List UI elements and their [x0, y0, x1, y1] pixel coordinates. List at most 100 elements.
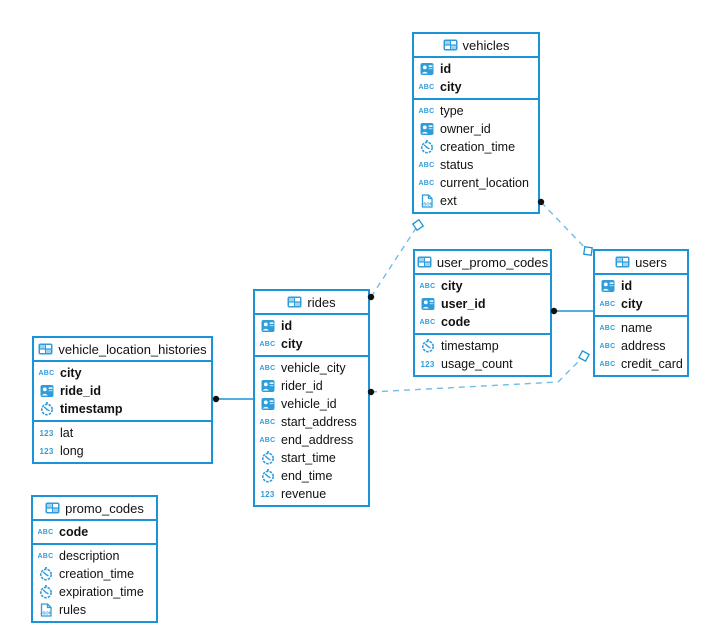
table-header[interactable]: user_promo_codes	[415, 251, 550, 275]
table-title: vehicle_location_histories	[58, 341, 207, 357]
column-row-ride_id[interactable]: ride_id	[34, 382, 211, 400]
id-card-icon	[418, 122, 435, 136]
table-icon	[45, 502, 60, 514]
relation-vehicles-to-users[interactable]	[540, 201, 589, 252]
id-card-icon	[259, 379, 276, 393]
table-title: rides	[307, 294, 336, 310]
abc-text-icon: ABC	[37, 552, 54, 560]
column-name: timestamp	[60, 402, 123, 416]
table-header[interactable]: rides	[255, 291, 368, 315]
column-row-timestamp[interactable]: timestamp	[415, 337, 550, 355]
column-name: credit_card	[621, 357, 683, 371]
id-card-icon	[599, 279, 616, 293]
column-name: id	[621, 279, 633, 293]
clock-icon	[259, 469, 276, 483]
column-name: id	[440, 62, 452, 76]
relation-endpoint-square	[583, 246, 593, 256]
table-icon	[38, 343, 53, 355]
clock-icon	[259, 451, 276, 465]
column-name: vehicle_id	[281, 397, 337, 411]
column-row-owner_id[interactable]: owner_id	[414, 120, 538, 138]
svg-text:JSON: JSON	[40, 610, 51, 615]
abc-text-icon: ABC	[418, 107, 435, 115]
column-row-id[interactable]: id	[595, 277, 687, 295]
table-header[interactable]: vehicles	[414, 34, 538, 58]
table-header[interactable]: users	[595, 251, 687, 275]
column-row-creation_time[interactable]: creation_time	[33, 565, 156, 583]
column-row-timestamp[interactable]: timestamp	[34, 400, 211, 418]
column-name: lat	[60, 426, 74, 440]
abc-text-icon: ABC	[418, 83, 435, 91]
column-name: creation_time	[440, 140, 516, 154]
table-icon	[417, 256, 432, 268]
column-row-user_id[interactable]: user_id	[415, 295, 550, 313]
table-icon	[615, 256, 630, 268]
table-header[interactable]: promo_codes	[33, 497, 156, 521]
column-row-end_time[interactable]: end_time	[255, 467, 368, 485]
column-row-expiration_time[interactable]: expiration_time	[33, 583, 156, 601]
table-header[interactable]: vehicle_location_histories	[34, 338, 211, 362]
column-row-start_time[interactable]: start_time	[255, 449, 368, 467]
column-name: revenue	[281, 487, 327, 501]
table-icon	[287, 296, 302, 308]
column-name: address	[621, 339, 666, 353]
id-card-icon	[38, 384, 55, 398]
column-name: city	[621, 297, 643, 311]
column-row-id[interactable]: id	[414, 60, 538, 78]
table-title: users	[635, 254, 667, 270]
column-row-rider_id[interactable]: rider_id	[255, 377, 368, 395]
column-row-vehicle_id[interactable]: vehicle_id	[255, 395, 368, 413]
abc-text-icon: ABC	[599, 324, 616, 332]
column-name: start_time	[281, 451, 336, 465]
clock-icon	[419, 339, 436, 353]
relation-rides-to-vehicles[interactable]	[370, 224, 419, 298]
column-name: city	[60, 366, 82, 380]
id-card-icon	[418, 62, 435, 76]
relation-endpoint-square	[411, 218, 425, 232]
column-name: city	[281, 337, 303, 351]
column-row-creation_time[interactable]: creation_time	[414, 138, 538, 156]
id-card-icon	[259, 319, 276, 333]
column-name: usage_count	[441, 357, 513, 371]
column-name: ext	[440, 194, 457, 208]
column-row-id[interactable]: id	[255, 317, 368, 335]
column-name: code	[441, 315, 471, 329]
